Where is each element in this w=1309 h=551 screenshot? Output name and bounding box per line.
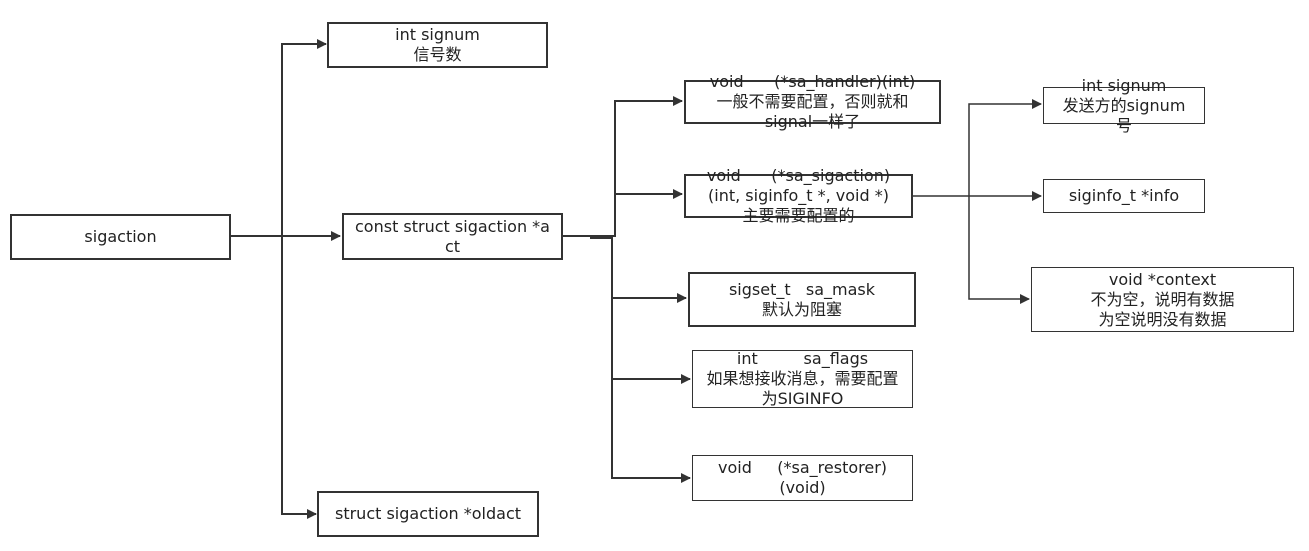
node-act-line2: ct: [444, 236, 461, 256]
node-sa-flags: int sa_flags 如果想接收消息，需要配置 为SIGINFO: [692, 349, 913, 408]
edge-act-sa-restorer: [611, 379, 691, 483]
node-sa-handler-line3: signal一样了: [764, 112, 861, 131]
node-param-info: siginfo_t *info: [1043, 179, 1205, 213]
node-sa-sigaction-line3: 主要需要配置的: [742, 206, 855, 225]
node-sa-flags-line2: 如果想接收消息，需要配置: [706, 369, 899, 388]
node-param-context: void *context 不为空，说明有数据 为空说明没有数据: [1031, 267, 1294, 332]
node-sa-mask: sigset_t sa_mask 默认为阻塞: [688, 272, 916, 327]
node-sa-handler-line1: void (*sa_handler)(int): [709, 72, 916, 91]
node-param-signum-line2: 发送方的signum: [1062, 95, 1186, 115]
node-sa-flags-line3: 为SIGINFO: [761, 389, 844, 408]
node-signum-line2: 信号数: [413, 45, 462, 64]
edge-root-signum: [231, 39, 327, 237]
edge-act-sa-flags: [611, 298, 691, 384]
node-sa-restorer-line2: (void): [779, 478, 826, 497]
node-param-context-line2: 不为空，说明有数据: [1090, 289, 1235, 309]
edge-sigaction-signum: [968, 99, 1042, 196]
node-sa-flags-line1: int sa_flags: [736, 349, 869, 368]
node-param-signum-line3: 号: [1115, 115, 1132, 135]
node-sa-restorer: void (*sa_restorer) (void): [692, 455, 913, 501]
node-sa-mask-line1: sigset_t sa_mask: [728, 279, 876, 299]
node-param-signum: int signum 发送方的signum 号: [1043, 76, 1205, 135]
node-sa-handler: void (*sa_handler)(int) 一般不需要配置，否则就和 sig…: [684, 72, 941, 131]
node-param-signum-line1: int signum: [1081, 75, 1167, 95]
node-oldact: struct sigaction *oldact: [317, 491, 539, 537]
node-sa-sigaction-line1: void (*sa_sigaction): [706, 166, 891, 185]
node-param-context-line3: 为空说明没有数据: [1098, 309, 1227, 329]
node-sa-sigaction: void (*sa_sigaction) (int, siginfo_t *, …: [684, 166, 913, 225]
node-signum-line1: int signum: [395, 25, 480, 44]
node-sa-restorer-line1: void (*sa_restorer): [717, 458, 888, 477]
node-sa-mask-line2: 默认为阻塞: [761, 299, 842, 319]
node-sa-sigaction-line2: (int, siginfo_t *, void *): [708, 186, 889, 205]
node-oldact-label: struct sigaction *oldact: [334, 504, 522, 523]
edge-sigaction-context: [968, 196, 1030, 304]
edge-act-sa-handler: [563, 96, 683, 237]
node-sigaction: sigaction: [10, 214, 231, 260]
node-sa-handler-line2: 一般不需要配置，否则就和: [716, 92, 909, 111]
node-param-info-label: siginfo_t *info: [1068, 186, 1180, 205]
edge-root-oldact: [281, 236, 317, 519]
node-param-context-line1: void *context: [1108, 269, 1217, 289]
node-act-line1: const struct sigaction *a: [355, 216, 550, 236]
node-signum: int signum 信号数: [327, 22, 548, 68]
node-sigaction-label: sigaction: [84, 227, 157, 246]
edge-act-sa-mask: [590, 237, 687, 303]
node-act: const struct sigaction *a ct: [342, 213, 563, 260]
